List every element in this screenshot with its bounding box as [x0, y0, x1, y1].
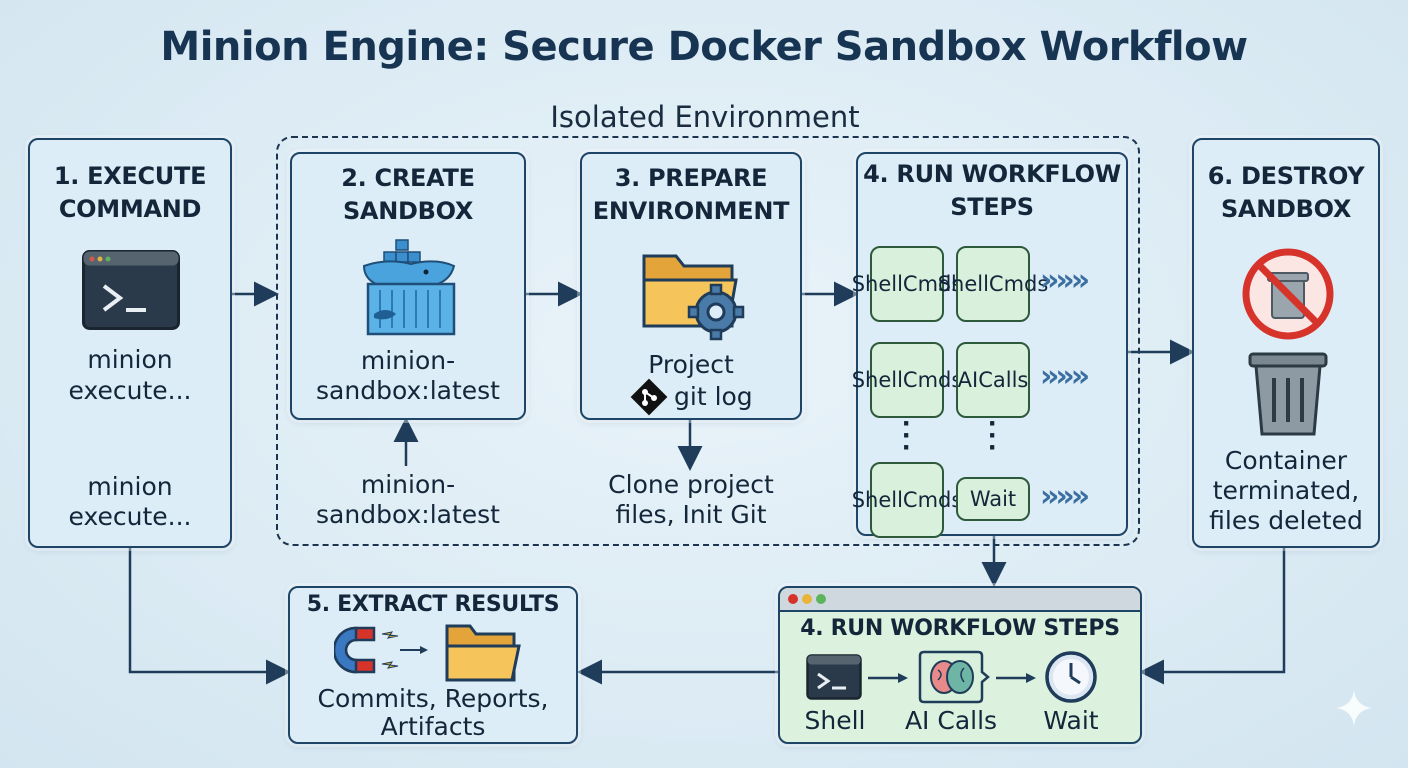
arrow-right-icon [996, 673, 1036, 683]
chevron-arrows-icon: »»» [1040, 359, 1090, 394]
step6-destroy-sandbox-box: 6. DESTROY SANDBOX Container terminated,… [1192, 138, 1380, 548]
step5-desc-line1: Commits, Reports, [317, 684, 549, 713]
clock-icon [1045, 651, 1097, 703]
step6-desc-line1: Container [1224, 446, 1348, 475]
step2-source-image-line1: minion- [360, 470, 456, 499]
window-close-dot [788, 594, 798, 604]
sparkle-icon [1336, 690, 1372, 726]
step3-prepare-environment-box: 3. PREPARE ENVIRONMENT Project git log [580, 152, 802, 420]
step2-title-line2: SANDBOX [342, 197, 474, 225]
docker-whale-icon [362, 239, 456, 336]
step1-command2-line2: execute... [68, 502, 192, 531]
step2-create-sandbox-box: 2. CREATE SANDBOX minion- sandbox:latest [290, 152, 526, 420]
step4b-shell-label: Shell [804, 706, 866, 735]
step3-title-line2: ENVIRONMENT [592, 197, 790, 225]
step4b-ai-calls-label: AI Calls [904, 706, 998, 735]
step2-image-line1: minion- [360, 346, 456, 375]
folder-gear-icon [642, 254, 745, 341]
chevron-arrows-icon: »»» [1040, 479, 1090, 514]
window-title-bar [780, 588, 1140, 612]
step4-title-line1: 4. RUN WORKFLOW [863, 160, 1121, 188]
step1-command-line2: execute... [68, 376, 192, 405]
terminal-icon [806, 654, 862, 700]
chevron-arrows-icon: »»» [1040, 263, 1090, 298]
ellipsis-icon: ··· [902, 407, 912, 464]
no-trash-icon [1242, 248, 1334, 340]
step2-source-image-line2: sandbox:latest [316, 500, 500, 529]
terminal-icon [82, 250, 180, 330]
step3-project-label: Project [648, 350, 734, 379]
folder-icon [445, 624, 521, 682]
step4-workflow-window: 4. RUN WORKFLOW STEPS Shell AI Calls Wai… [778, 586, 1142, 744]
magnet-icon [334, 626, 428, 674]
step5-desc-line2: Artifacts [380, 712, 486, 741]
isolated-environment-label: Isolated Environment [550, 100, 860, 134]
workflow-step-wait: Wait [956, 477, 1030, 521]
step3-clone-line1: Clone project [608, 470, 774, 499]
window-maximize-dot [816, 594, 826, 604]
ellipsis-icon: ··· [988, 407, 998, 464]
step1-execute-command-box: 1. EXECUTE COMMAND minion execute... min… [28, 138, 232, 548]
step3-title-line1: 3. PREPARE [614, 164, 768, 192]
step1-title-line1: 1. EXECUTE [53, 162, 207, 190]
git-icon [630, 378, 668, 416]
step4b-title: 4. RUN WORKFLOW STEPS [800, 616, 1120, 641]
step1-title-line2: COMMAND [58, 195, 202, 223]
brain-icon [918, 650, 990, 704]
arrow-right-icon [868, 673, 908, 683]
step2-title-line1: 2. CREATE [341, 164, 475, 192]
step1-command2-line1: minion [87, 472, 173, 501]
step2-image-line2: sandbox:latest [316, 376, 500, 405]
trash-can-icon [1248, 352, 1328, 436]
window-minimize-dot [802, 594, 812, 604]
step6-title-line2: SANDBOX [1220, 195, 1352, 223]
step4-title-line2: STEPS [950, 193, 1034, 221]
step1-command-line1: minion [87, 345, 173, 374]
step4b-wait-label: Wait [1043, 706, 1099, 735]
step3-clone-line2: files, Init Git [615, 500, 767, 529]
step6-desc-line3: files deleted [1209, 506, 1363, 535]
step6-title-line1: 6. DESTROY [1207, 162, 1365, 190]
step5-extract-results-box: 5. EXTRACT RESULTS Commits, Reports, Art… [288, 586, 578, 744]
isolated-environment-boundary [276, 136, 1140, 546]
page-title: Minion Engine: Secure Docker Sandbox Wor… [160, 24, 1248, 70]
step6-desc-line2: terminated, [1212, 476, 1360, 505]
step3-git-log-label: git log [674, 382, 753, 411]
step5-title: 5. EXTRACT RESULTS [306, 592, 560, 617]
